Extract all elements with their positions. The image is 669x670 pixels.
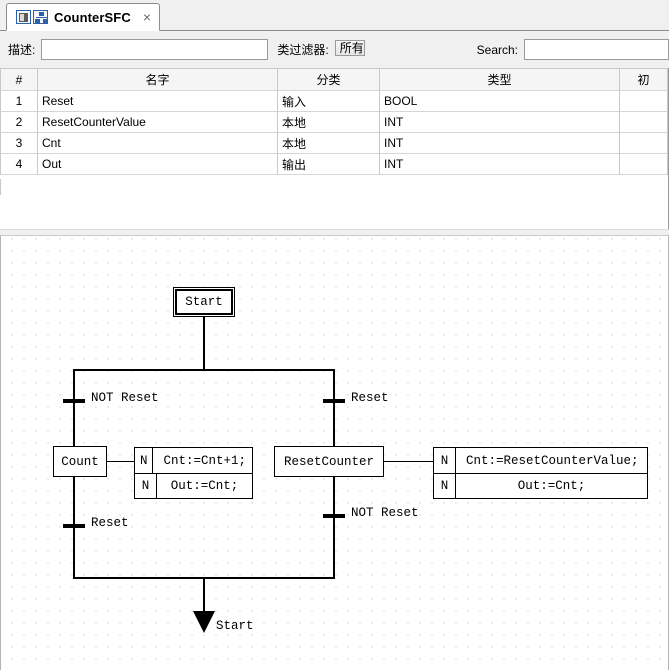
action-block-count[interactable]: N Cnt:=Cnt+1; N Out:=Cnt; (134, 447, 253, 499)
variable-table: # 名字 分类 类型 初 1 Reset 输入 BOOL 2 ResetCoun… (0, 68, 669, 195)
search-label: Search: (476, 42, 518, 57)
description-input[interactable] (41, 39, 269, 60)
action-row[interactable]: N Cnt:=ResetCounterValue; (434, 448, 647, 473)
jump-arrow-icon[interactable] (193, 611, 215, 633)
action-qualifier: N (434, 448, 456, 473)
step-label: ResetCounter (283, 454, 374, 469)
transition-bar-right-bottom[interactable] (323, 514, 345, 518)
jump-target-label: Start (216, 619, 254, 633)
step-label: Start (185, 295, 223, 309)
cell-index: 3 (0, 133, 38, 154)
table-row[interactable]: 2 ResetCounterValue 本地 INT (0, 112, 669, 133)
action-row[interactable]: N Cnt:=Cnt+1; (135, 448, 252, 473)
cell-class[interactable]: 本地 (278, 133, 380, 154)
table-row[interactable]: 3 Cnt 本地 INT (0, 133, 669, 154)
divergence-bar (73, 369, 335, 371)
tab-label: CounterSFC (54, 9, 131, 25)
cell-class[interactable]: 输入 (278, 91, 380, 112)
table-row[interactable]: 4 Out 输出 INT (0, 154, 669, 175)
connector-count-to-action (107, 461, 135, 462)
class-filter-dropdown[interactable]: 所有 (334, 39, 468, 60)
transition-label-left-top: NOT Reset (91, 391, 159, 405)
tab-strip: CounterSFC × (0, 0, 669, 31)
class-filter-value: 所有 (334, 40, 365, 56)
cell-index: 1 (0, 91, 38, 112)
action-body: Cnt:=Cnt+1; (163, 453, 246, 468)
table-header-row: # 名字 分类 类型 初 (0, 69, 669, 91)
connector-resetcounter-to-action (384, 461, 434, 462)
cell-name[interactable]: Reset (38, 91, 278, 112)
action-row[interactable]: N Out:=Cnt; (434, 473, 647, 498)
cell-class[interactable]: 本地 (278, 112, 380, 133)
cell-type[interactable]: INT (380, 154, 620, 175)
transition-label-left-bottom: Reset (91, 516, 129, 530)
column-header-type[interactable]: 类型 (380, 69, 620, 91)
sfc-step-count[interactable]: Count (53, 446, 107, 477)
sfc-network-icon (33, 10, 48, 24)
tab-icon-group (16, 10, 48, 24)
sfc-diagram-canvas[interactable]: Start NOT Reset Count N Cnt:=Cnt+1; N (0, 236, 669, 670)
column-header-initial[interactable]: 初 (620, 69, 668, 91)
transition-label-right-bottom: NOT Reset (351, 506, 419, 520)
column-header-class[interactable]: 分类 (278, 69, 380, 91)
connector-start-to-divergence (203, 317, 205, 370)
action-qualifier: N (434, 474, 456, 498)
transition-bar-right-top[interactable] (323, 399, 345, 403)
class-filter-label: 类过滤器: (277, 43, 329, 57)
cell-type[interactable]: INT (380, 112, 620, 133)
search-input[interactable] (524, 39, 669, 60)
sfc-step-icon (16, 10, 31, 24)
cell-index: 4 (0, 154, 38, 175)
cell-name[interactable]: Cnt (38, 133, 278, 154)
close-icon[interactable]: × (142, 9, 152, 25)
action-row[interactable]: N Out:=Cnt; (135, 473, 252, 498)
cell-index: 2 (0, 112, 38, 133)
sfc-step-resetcounter[interactable]: ResetCounter (274, 446, 384, 477)
panel-splitter[interactable] (0, 229, 669, 236)
cell-name[interactable]: Out (38, 154, 278, 175)
cell-initial[interactable] (620, 154, 668, 175)
cell-name[interactable]: ResetCounterValue (38, 112, 278, 133)
action-body: Out:=Cnt; (170, 479, 239, 493)
cell-type[interactable]: BOOL (380, 91, 620, 112)
transition-label-right-top: Reset (351, 391, 389, 405)
action-body: Cnt:=ResetCounterValue; (466, 453, 639, 468)
column-header-name[interactable]: 名字 (38, 69, 278, 91)
table-row[interactable]: 1 Reset 输入 BOOL (0, 91, 669, 112)
cell-initial[interactable] (620, 112, 668, 133)
connector-to-jump (203, 577, 205, 617)
sfc-initial-step-start[interactable]: Start (173, 287, 235, 317)
action-block-resetcounter[interactable]: N Cnt:=ResetCounterValue; N Out:=Cnt; (433, 447, 648, 499)
column-header-index[interactable]: # (0, 69, 38, 91)
description-label: 描述: (8, 43, 36, 57)
step-label: Count (61, 454, 99, 469)
action-qualifier: N (135, 474, 157, 498)
cell-initial[interactable] (620, 133, 668, 154)
tab-countersfc[interactable]: CounterSFC × (6, 3, 161, 31)
transition-bar-left-top[interactable] (63, 399, 85, 403)
action-body: Out:=Cnt; (517, 479, 586, 493)
cell-initial[interactable] (620, 91, 668, 112)
cell-class[interactable]: 输出 (278, 154, 380, 175)
cell-type[interactable]: INT (380, 133, 620, 154)
transition-bar-left-bottom[interactable] (63, 524, 85, 528)
filter-toolbar: 描述: 类过滤器: 所有 Search: (0, 31, 669, 68)
action-qualifier: N (135, 448, 154, 473)
table-empty-area[interactable] (0, 179, 669, 195)
